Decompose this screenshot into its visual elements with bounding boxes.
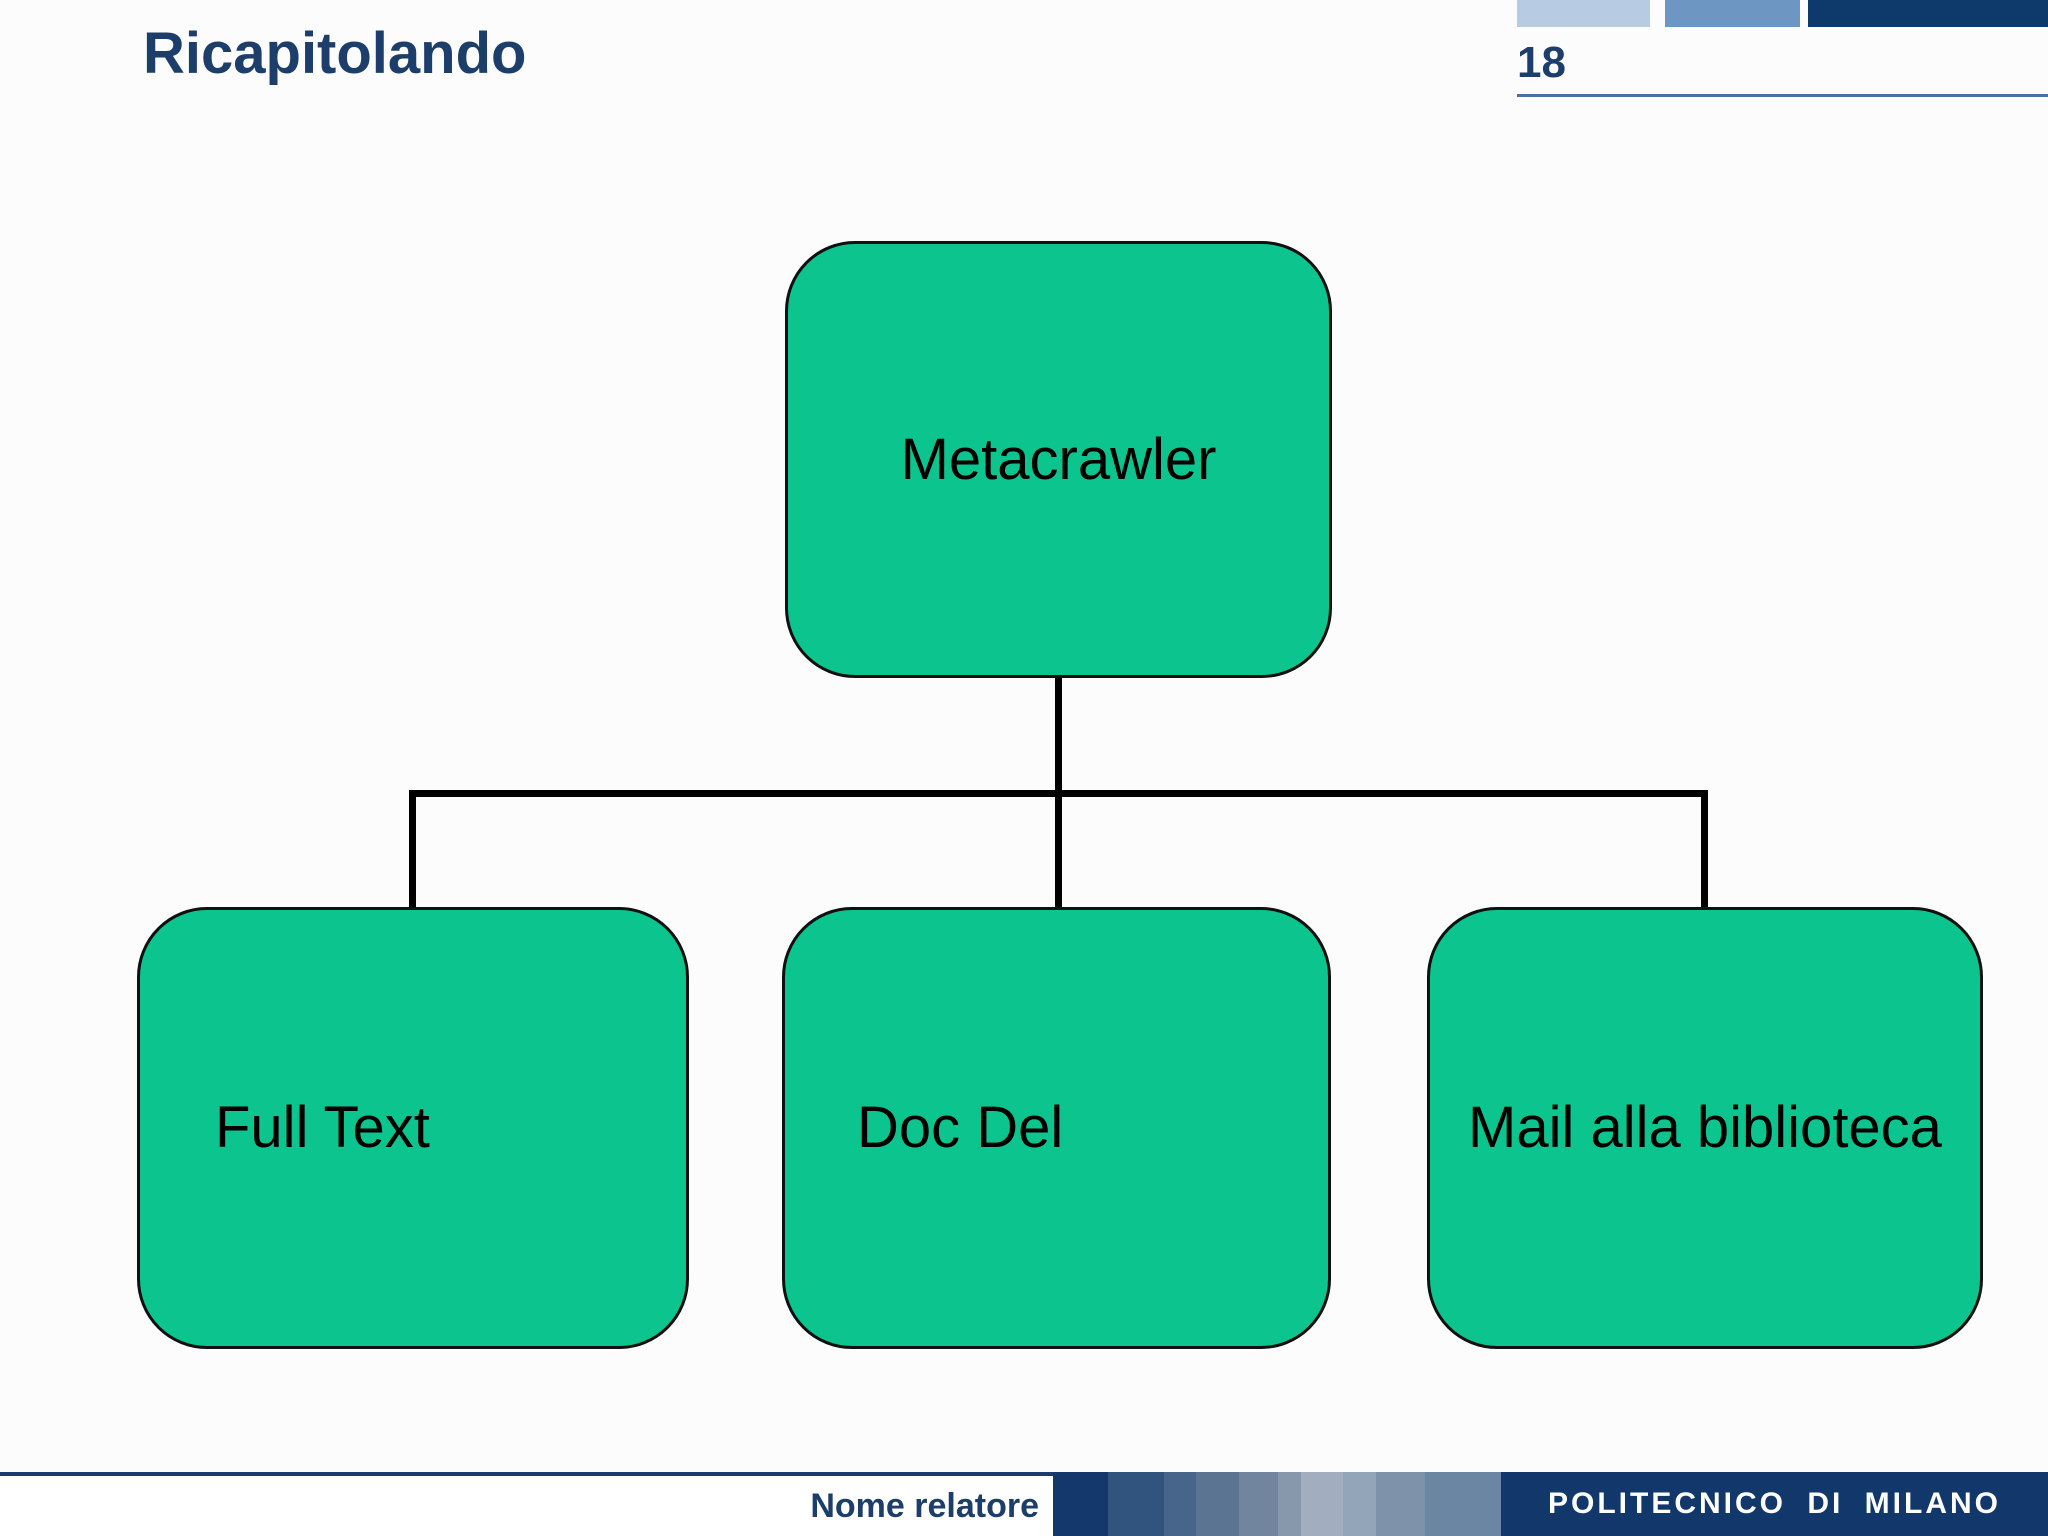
connector-root-stem [1055,676,1062,792]
gradient-band [1343,1472,1376,1536]
header-accent-bar-light [1517,0,1650,27]
gradient-band [1425,1472,1501,1536]
header-rule [1517,94,2048,97]
diagram-node-full-text: Full Text [137,907,689,1349]
page-title: Ricapitolando [143,21,527,86]
presenter-name: Nome relatore [810,1486,1039,1525]
footer-gradient-strip [1053,1472,1501,1536]
gradient-band [1376,1472,1425,1536]
footer: Nome relatore POLITECNICO DI MILANO [0,1472,2048,1536]
brand-wordmark: POLITECNICO DI MILANO [1501,1472,2048,1536]
gradient-band [1301,1472,1343,1536]
connector-drop-right [1701,790,1708,910]
header-accent-bar-medium [1665,0,1800,27]
page-number: 18 [1517,38,1566,87]
gradient-band [1239,1472,1278,1536]
gradient-band [1278,1472,1301,1536]
gradient-band [1053,1472,1108,1536]
node-label: Full Text [215,1095,430,1161]
connector-drop-middle [1055,795,1062,909]
gradient-band [1164,1472,1196,1536]
header-accent-bar-dark [1808,0,2048,27]
gradient-band [1108,1472,1164,1536]
node-label: Metacrawler [900,426,1217,492]
diagram-node-metacrawler: Metacrawler [785,241,1332,678]
gradient-band [1196,1472,1239,1536]
connector-horizontal [409,790,1708,797]
connector-drop-left [409,795,416,909]
footer-presenter-area: Nome relatore [0,1472,1053,1536]
diagram-node-doc-del: Doc Del [782,907,1331,1349]
node-label: Doc Del [857,1095,1064,1161]
diagram-node-mail-alla-biblioteca: Mail alla biblioteca [1427,907,1983,1349]
node-label: Mail alla biblioteca [1468,1095,1942,1161]
